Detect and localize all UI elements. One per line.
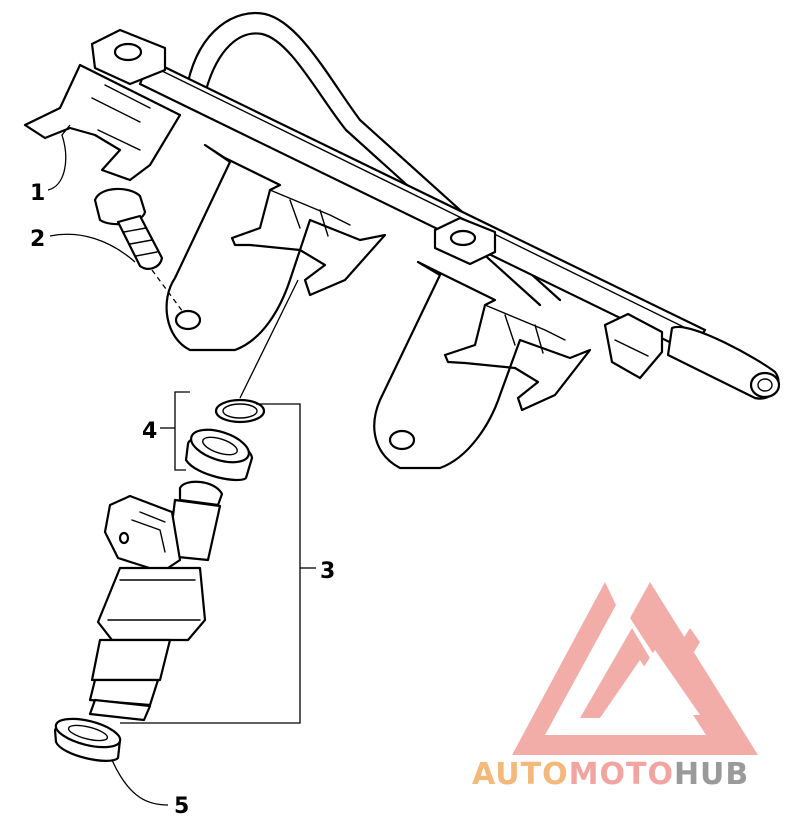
watermark-m-shape — [580, 628, 700, 718]
callout-1: 1 — [30, 181, 45, 206]
grommet — [184, 428, 254, 482]
callout-lines — [47, 124, 316, 806]
watermark-text: AUTOMOTOHUB — [472, 757, 749, 792]
injector-cup-2 — [373, 260, 592, 470]
mounting-bracket-left — [23, 28, 182, 182]
bolt — [93, 187, 184, 313]
rail-boss-middle — [433, 216, 497, 266]
watermark-moto: MOTO — [569, 757, 674, 792]
callout-3: 3 — [320, 559, 335, 584]
injector-cup-1 — [165, 143, 387, 352]
mounting-bracket-right — [603, 312, 664, 380]
callout-4: 4 — [142, 419, 157, 444]
lower-seal — [53, 717, 122, 762]
leader-5 — [111, 759, 169, 806]
callout-5: 5 — [174, 794, 189, 819]
bracket-4 — [174, 391, 190, 471]
leader-to-rail — [239, 279, 299, 399]
o-ring-upper — [214, 398, 266, 424]
bracket-3 — [120, 403, 301, 724]
leader-1 — [47, 124, 71, 191]
watermark-inner-triangle — [612, 650, 700, 715]
callout-2: 2 — [30, 227, 45, 252]
fuel-injector — [88, 480, 224, 722]
callout-numbers: 1 2 3 4 5 — [30, 181, 335, 819]
watermark-auto: AUTO — [472, 757, 569, 792]
watermark-triangle — [512, 582, 758, 755]
leader-2 — [49, 233, 136, 263]
watermark-hub: HUB — [674, 757, 749, 792]
watermark-logo — [512, 582, 758, 755]
return-pipe — [186, 11, 562, 307]
